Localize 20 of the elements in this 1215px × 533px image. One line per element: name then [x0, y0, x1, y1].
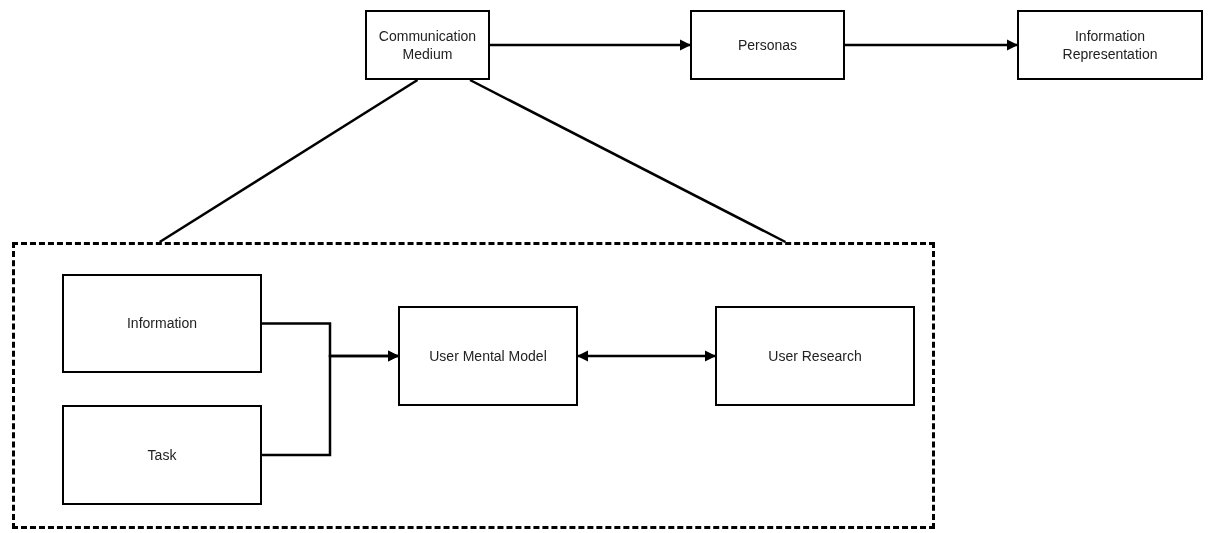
box-label: User Mental Model	[428, 346, 548, 366]
process-box	[62, 274, 262, 373]
box-label: Information Representation	[1061, 26, 1159, 64]
process-box	[690, 10, 845, 80]
process-box	[715, 306, 915, 406]
box-label: Information	[125, 314, 198, 333]
box-label: Task	[146, 445, 178, 465]
dashed-group-box	[12, 242, 935, 529]
box-label: Personas	[736, 35, 799, 55]
arrow	[262, 350, 400, 457]
process-box	[398, 306, 578, 406]
box-label: Communication Medium	[377, 26, 478, 64]
box-label: User Research	[767, 346, 863, 366]
arrow	[845, 39, 1019, 51]
process-box	[1017, 10, 1203, 80]
connector-line	[469, 78, 787, 244]
process-box	[62, 405, 262, 505]
process-box	[365, 10, 490, 80]
connector-line	[159, 78, 419, 244]
arrow	[490, 39, 692, 51]
